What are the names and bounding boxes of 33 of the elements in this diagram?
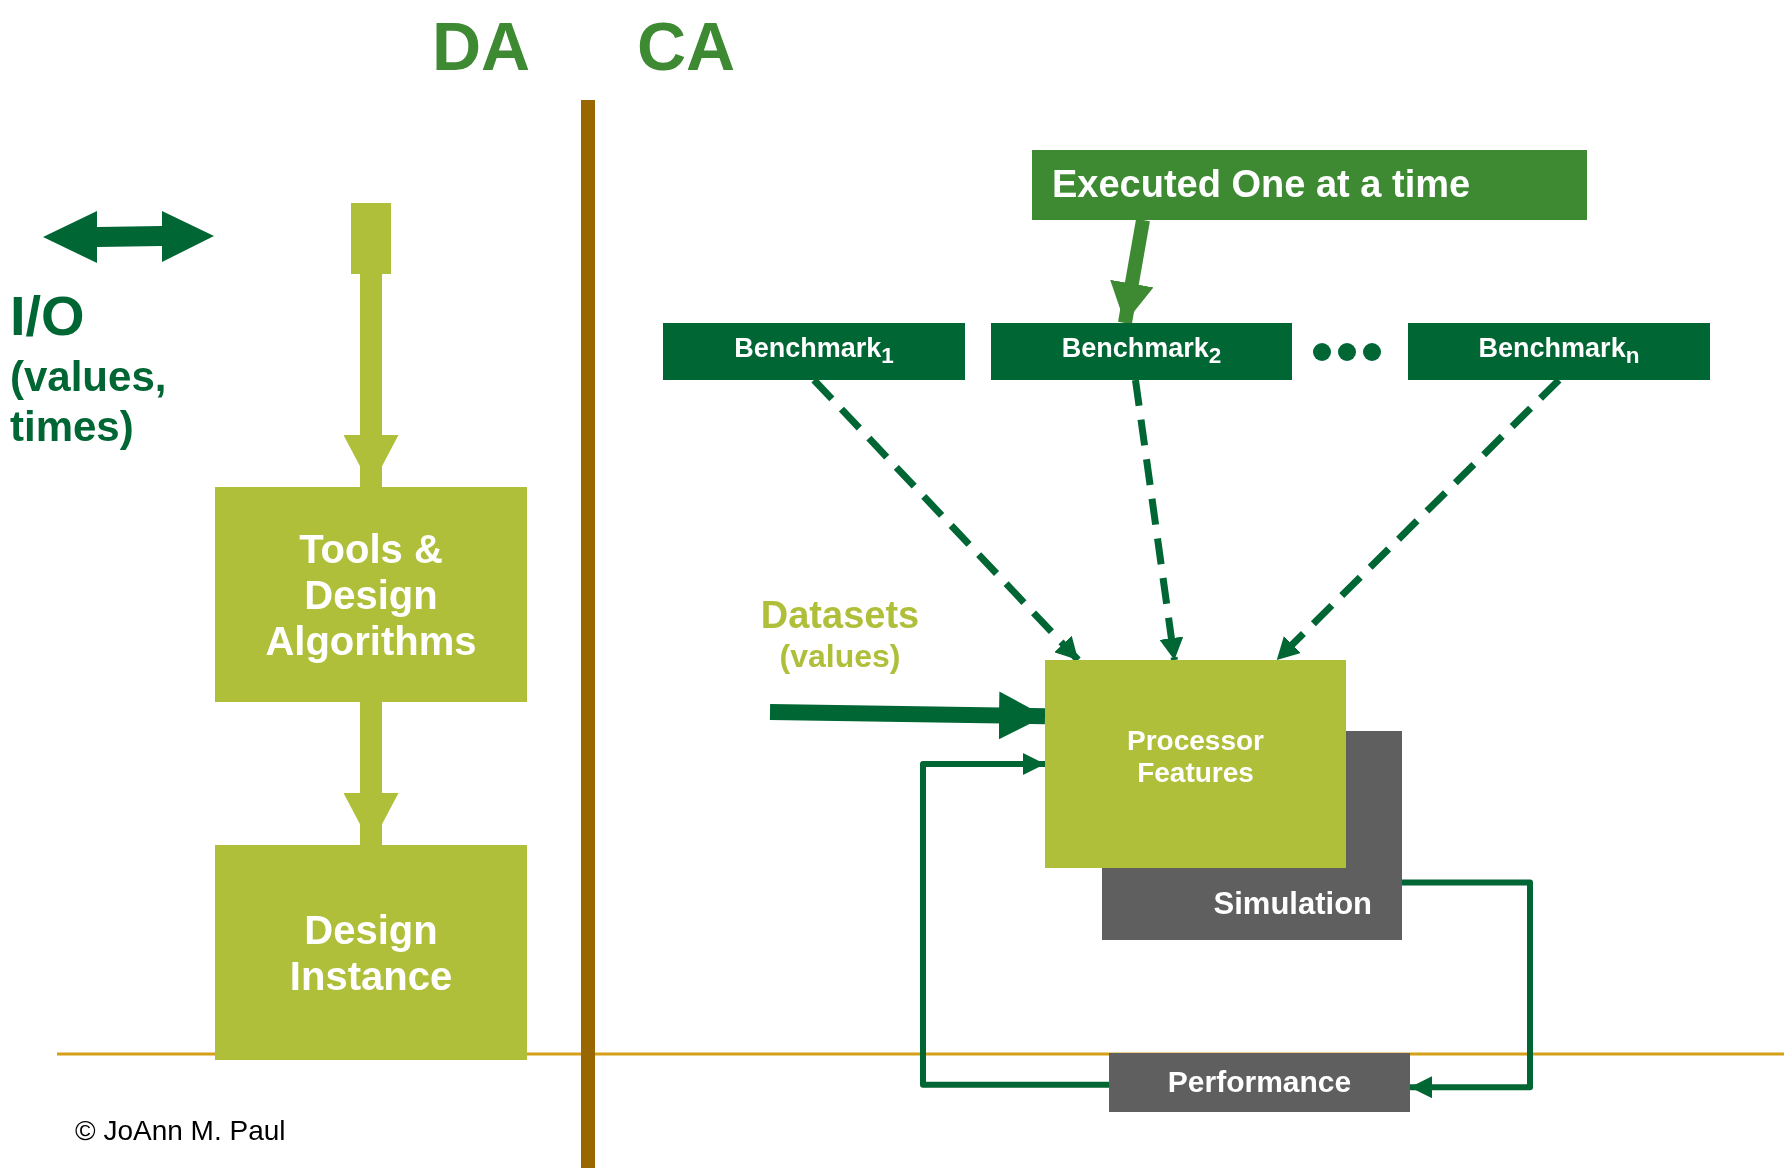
arrow xyxy=(769,691,1046,740)
process-box xyxy=(215,845,527,1060)
node-label: Benchmark$_{2}$ xyxy=(1061,333,1222,370)
node-sublabel: (values) xyxy=(779,637,901,675)
node-label: Design Instance xyxy=(288,906,454,999)
section-heading: CA xyxy=(637,7,736,86)
io-label: I/O xyxy=(10,283,85,349)
node-label: Benchmark$_{1}$ xyxy=(734,333,894,370)
copyright-text: © JoAnn M. Paul xyxy=(75,1114,286,1148)
io-sublabel: (values, times) xyxy=(10,352,168,453)
arrow xyxy=(1110,218,1154,325)
arrow xyxy=(343,274,399,487)
process-box xyxy=(215,487,527,702)
section-heading: DA xyxy=(432,7,531,86)
benchmark-box xyxy=(663,323,965,380)
node-label: Performance xyxy=(1167,1065,1352,1100)
node-label: Tools & Design Algorithms xyxy=(264,525,478,664)
arrow xyxy=(1402,879,1533,1099)
simulation-box xyxy=(1102,868,1402,940)
arrow xyxy=(1132,379,1184,661)
performance-box xyxy=(1109,1053,1410,1112)
processor-box xyxy=(1045,660,1346,868)
arrow xyxy=(343,702,399,845)
benchmark-box xyxy=(991,323,1292,380)
node-label: Processor Features xyxy=(1126,725,1265,790)
benchmark-box xyxy=(1408,323,1710,380)
node-label: Simulation xyxy=(1213,886,1372,922)
arrow xyxy=(920,753,1109,1088)
node-label: Executed One at a time xyxy=(1052,163,1471,207)
blank-box xyxy=(351,203,391,274)
node-label: Datasets xyxy=(760,594,920,638)
node-label: Benchmark$_{n}$ xyxy=(1478,333,1640,370)
note-box xyxy=(1032,150,1587,220)
